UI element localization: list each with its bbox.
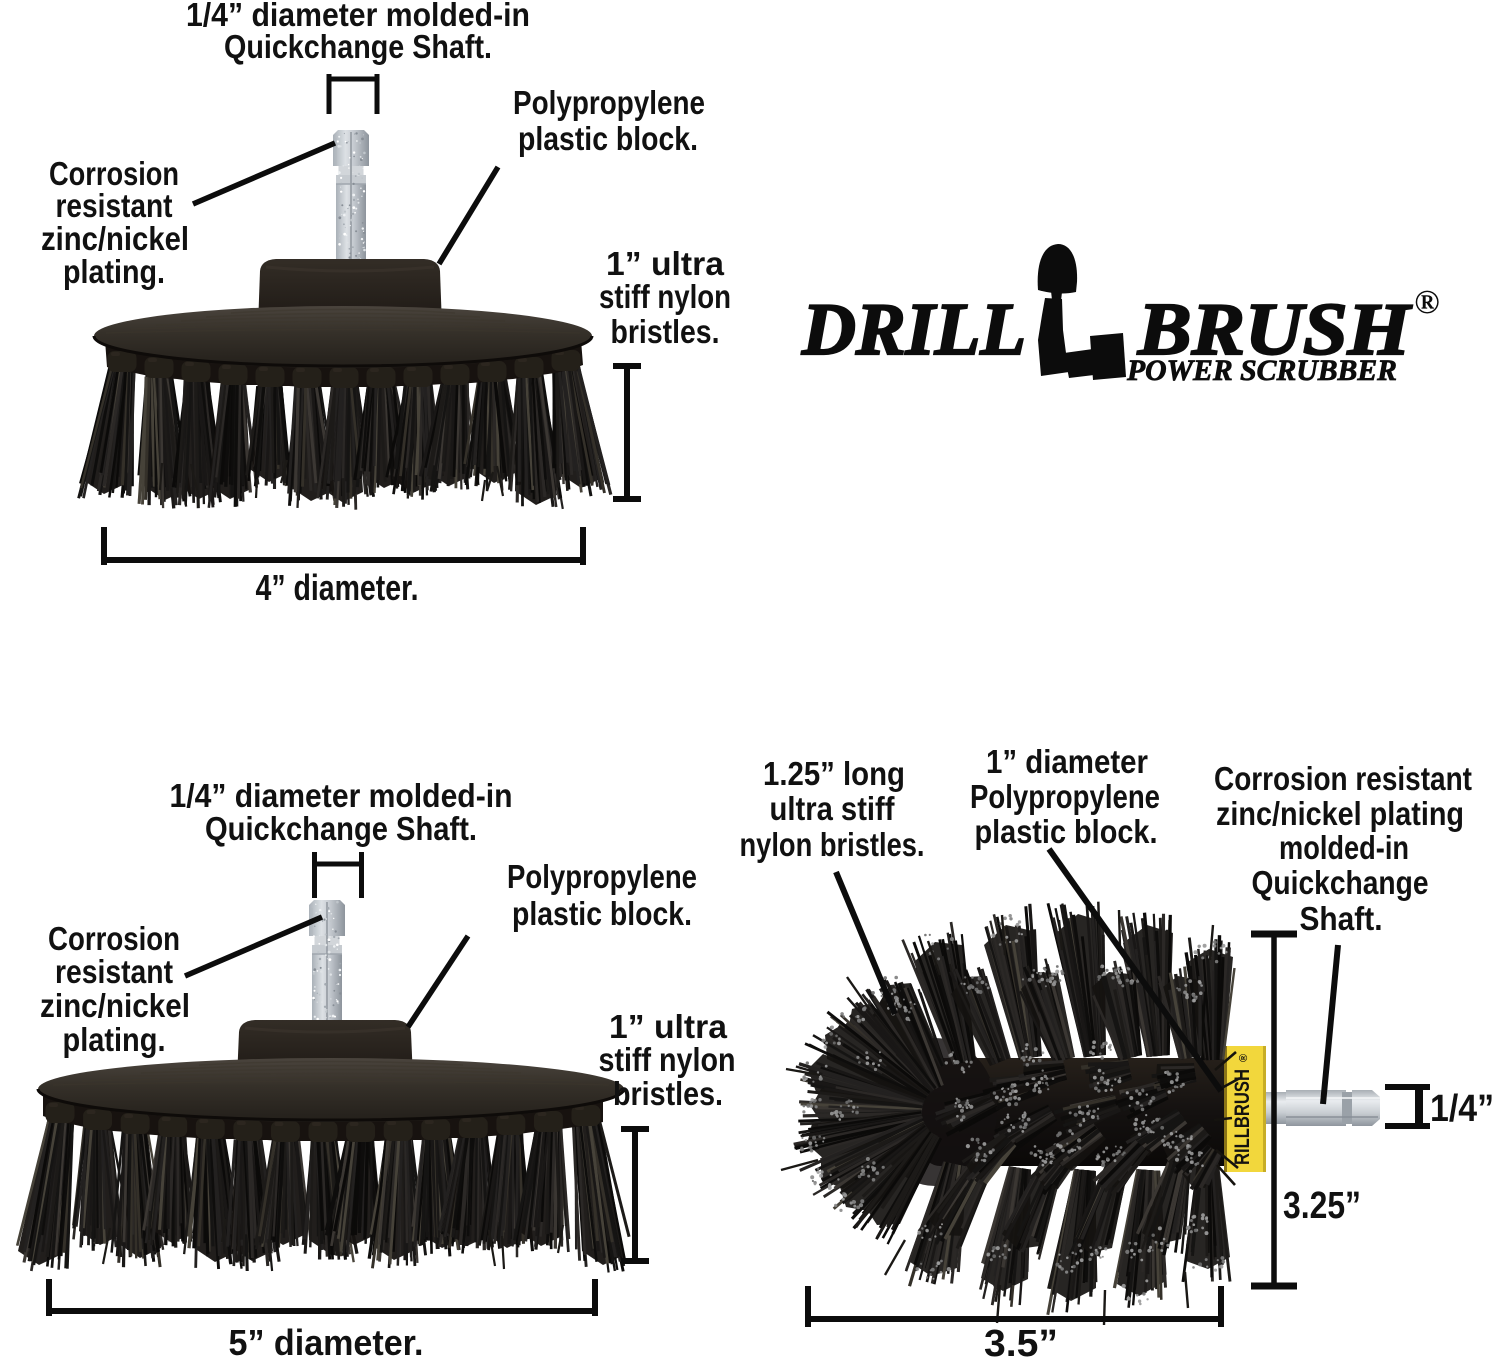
svg-text:nylon bristles.: nylon bristles. (740, 826, 925, 863)
svg-text:zinc/nickel: zinc/nickel (40, 987, 190, 1024)
svg-text:Polypropylene: Polypropylene (513, 84, 705, 121)
svg-text:®: ® (1414, 284, 1439, 321)
svg-text:plating.: plating. (63, 253, 165, 290)
svg-text:plastic block.: plastic block. (975, 813, 1158, 850)
svg-text:3.25”: 3.25” (1283, 1185, 1361, 1227)
svg-text:zinc/nickel: zinc/nickel (41, 220, 189, 257)
svg-text:Corrosion: Corrosion (48, 920, 180, 957)
svg-text:stiff nylon: stiff nylon (599, 1041, 736, 1078)
svg-text:1” ultra: 1” ultra (606, 245, 725, 282)
svg-text:®: ® (1238, 1054, 1250, 1062)
svg-text:Shaft.: Shaft. (1300, 900, 1383, 937)
svg-text:1” ultra: 1” ultra (609, 1008, 728, 1045)
svg-text:molded-in: molded-in (1279, 829, 1409, 866)
svg-text:1/4” diameter molded-in: 1/4” diameter molded-in (186, 0, 530, 33)
svg-text:POWER SCRUBBER: POWER SCRUBBER (1126, 354, 1397, 387)
svg-text:bristles.: bristles. (611, 313, 720, 350)
svg-text:BRUSH: BRUSH (1137, 289, 1413, 371)
svg-text:plastic block.: plastic block. (518, 120, 698, 157)
svg-text:ultra stiff: ultra stiff (770, 790, 896, 827)
svg-text:plastic block.: plastic block. (512, 895, 692, 932)
svg-text:Quickchange Shaft.: Quickchange Shaft. (224, 28, 492, 65)
svg-text:RILLBRUSH: RILLBRUSH (1231, 1069, 1254, 1165)
svg-text:Quickchange Shaft.: Quickchange Shaft. (205, 810, 477, 847)
svg-text:DRILL: DRILL (801, 289, 1026, 371)
svg-text:1/4” diameter molded-in: 1/4” diameter molded-in (170, 777, 513, 814)
svg-text:Corrosion: Corrosion (49, 155, 179, 192)
svg-text:3.5”: 3.5” (984, 1323, 1058, 1358)
svg-text:resistant: resistant (56, 187, 173, 224)
svg-text:stiff nylon: stiff nylon (599, 278, 731, 315)
svg-text:Corrosion resistant: Corrosion resistant (1214, 760, 1472, 797)
svg-text:Polypropylene: Polypropylene (507, 858, 697, 895)
svg-text:1.25” long: 1.25” long (763, 755, 905, 792)
svg-text:Quickchange: Quickchange (1252, 864, 1429, 901)
svg-text:5” diameter.: 5” diameter. (229, 1322, 424, 1358)
svg-text:zinc/nickel plating: zinc/nickel plating (1216, 795, 1464, 832)
svg-text:resistant: resistant (55, 953, 173, 990)
svg-text:1” diameter: 1” diameter (986, 743, 1148, 780)
svg-text:1/4”: 1/4” (1430, 1088, 1494, 1130)
svg-text:Polypropylene: Polypropylene (970, 778, 1160, 815)
svg-text:plating.: plating. (63, 1021, 166, 1058)
svg-text:bristles.: bristles. (613, 1075, 723, 1112)
svg-text:4” diameter.: 4” diameter. (256, 567, 419, 608)
